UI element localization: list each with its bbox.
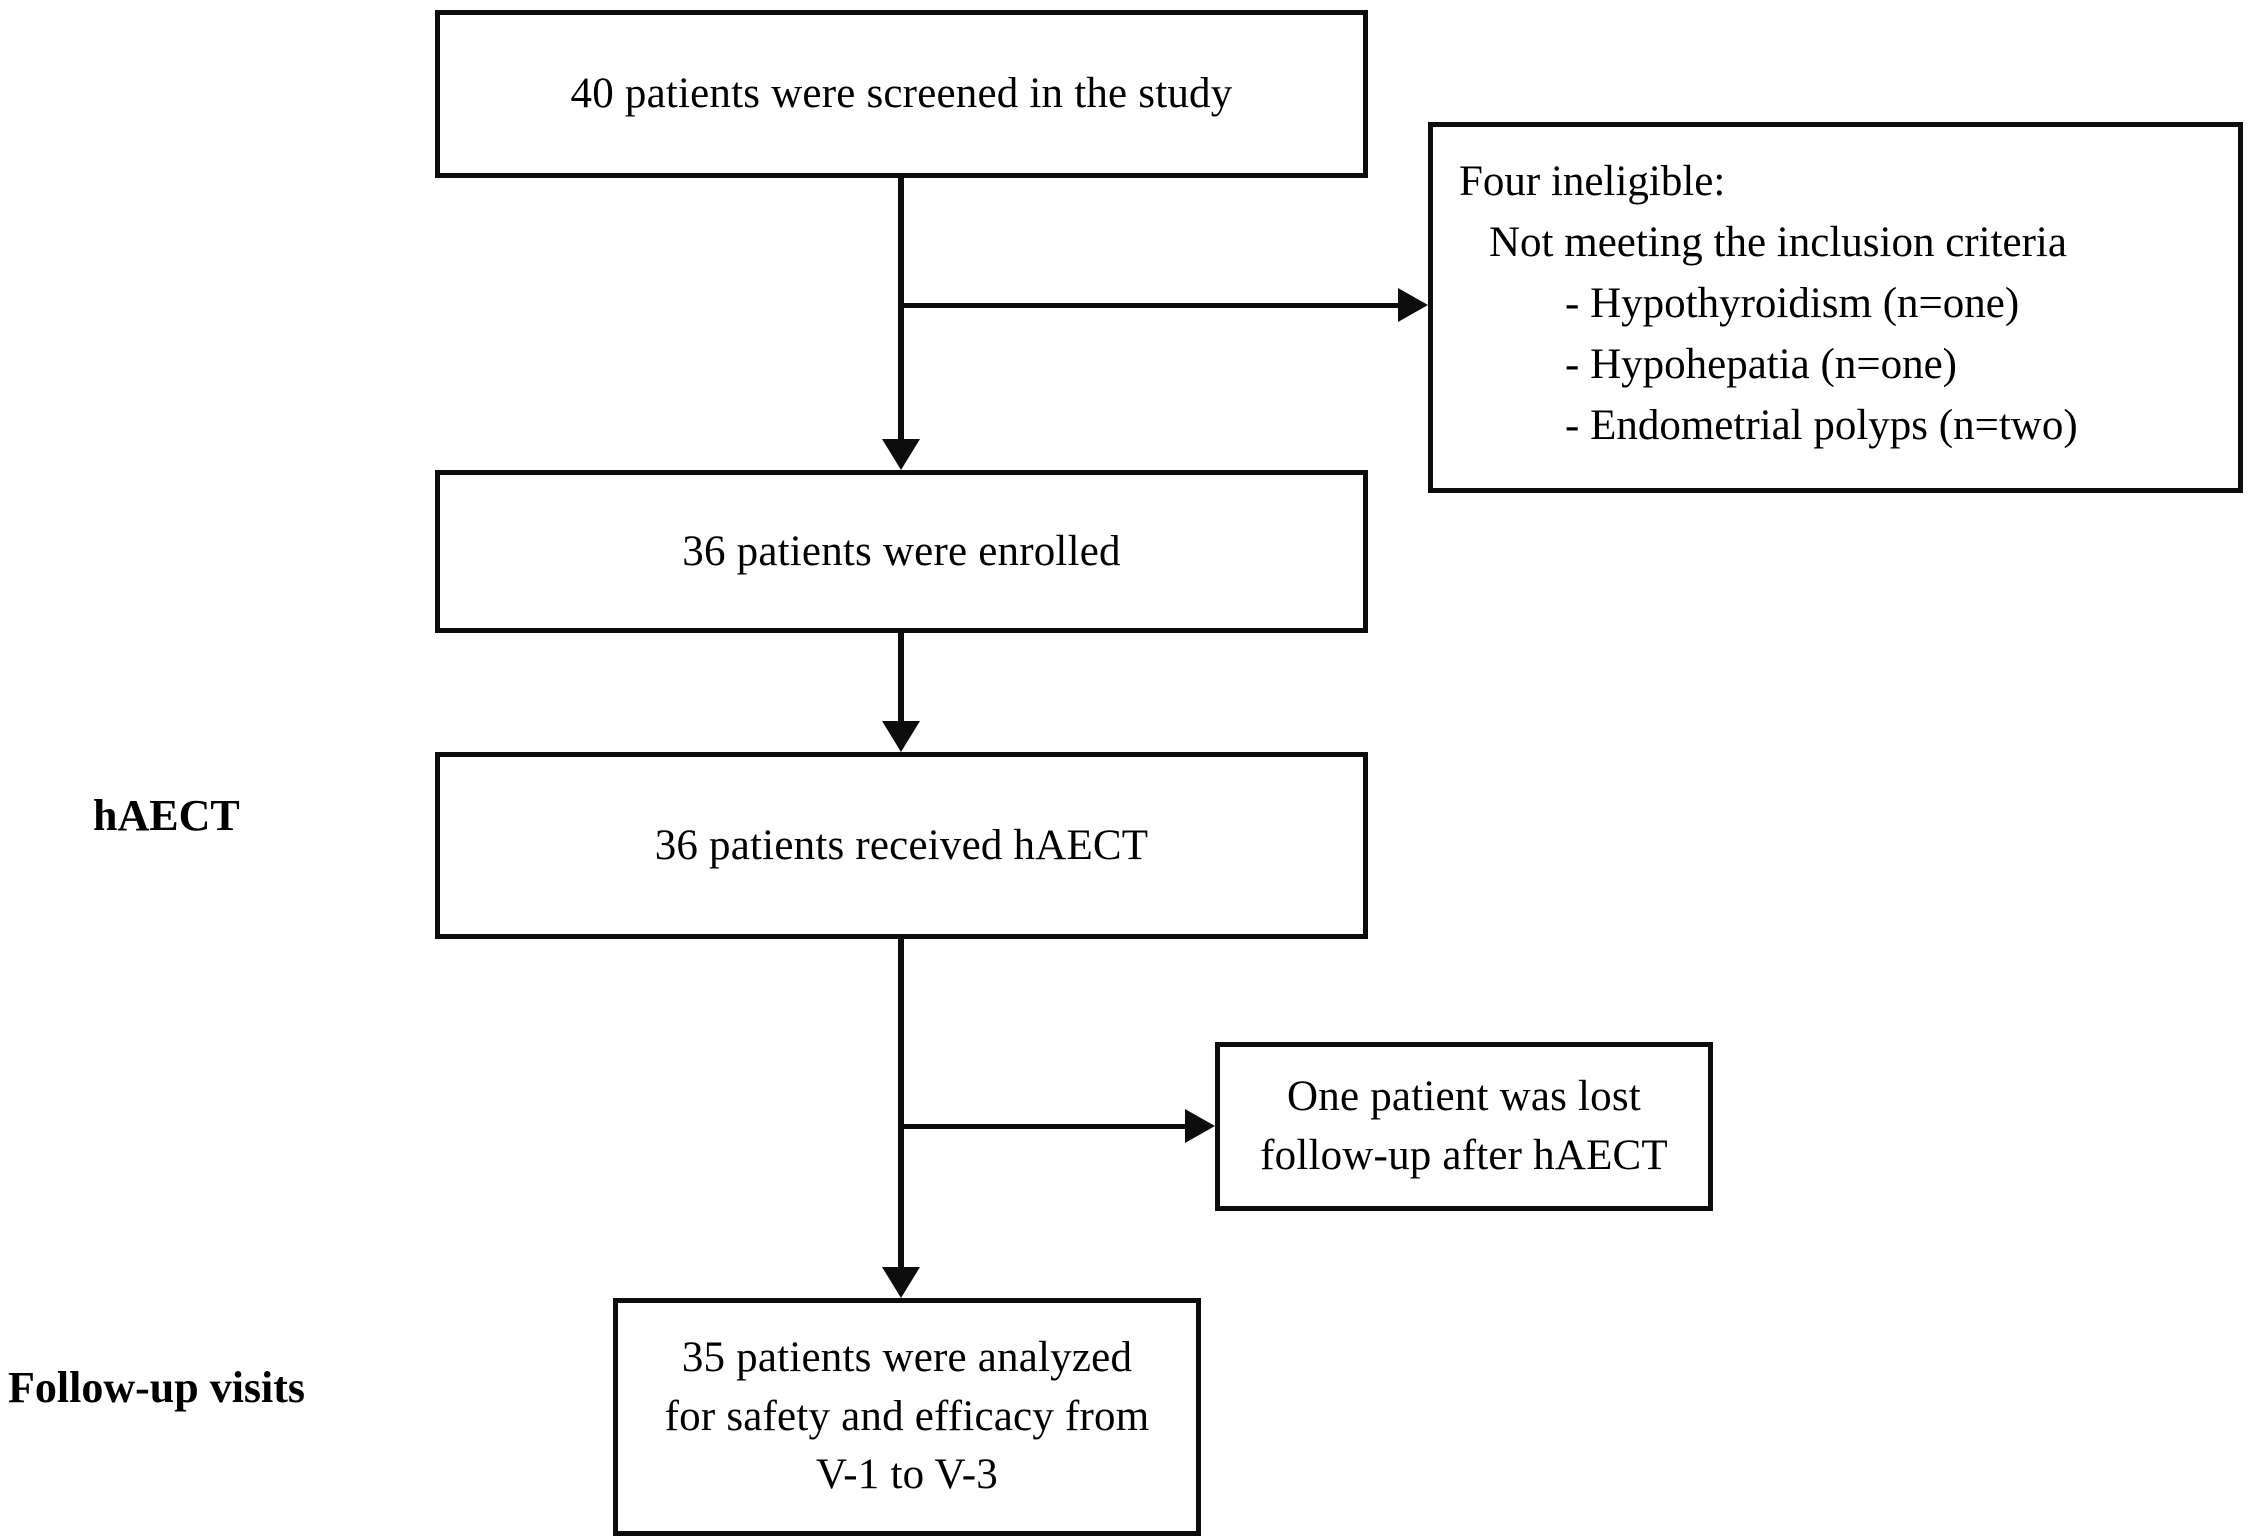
node-received-haect-label: 36 patients received hAECT xyxy=(654,821,1149,869)
node-ineligible-heading: Four ineligible: xyxy=(1459,158,1726,205)
stage-label-haect: hAECT xyxy=(93,791,240,840)
arrowhead-right-icon-ineligible xyxy=(1398,288,1428,322)
connector-screened-to-enrolled-line xyxy=(898,178,904,439)
node-ineligible-item-hypohepatia: - Hypohepatia (n=one) xyxy=(1565,341,1957,389)
node-ineligible-subheading: Not meeting the inclusion criteria xyxy=(1489,219,2067,267)
node-lost-followup: One patient was lost follow-up after hAE… xyxy=(1215,1042,1713,1211)
node-analyzed-line1: 35 patients were analyzed xyxy=(681,1334,1133,1382)
connector-received-to-analyzed-line xyxy=(898,939,904,1267)
node-analyzed-line3: V-1 to V-3 xyxy=(815,1451,999,1499)
node-ineligible-item-endometrial-polyps: - Endometrial polyps (n=two) xyxy=(1565,402,2078,450)
node-analyzed: 35 patients were analyzed for safety and… xyxy=(613,1298,1201,1536)
arrowhead-down-icon-analyzed xyxy=(882,1267,920,1298)
node-lost-followup-label: One patient was lost follow-up after hAE… xyxy=(1220,1068,1708,1185)
connector-received-to-lost-followup-line xyxy=(901,1124,1185,1129)
node-enrolled: 36 patients were enrolled xyxy=(435,470,1368,633)
connector-screened-to-ineligible-line xyxy=(901,303,1398,308)
node-screened-label: 40 patients were screened in the study xyxy=(570,70,1233,118)
arrowhead-right-icon-lost-followup xyxy=(1185,1109,1215,1143)
node-ineligible: Four ineligible: Not meeting the inclusi… xyxy=(1428,122,2243,493)
node-enrolled-label: 36 patients were enrolled xyxy=(682,527,1121,575)
node-received-haect: 36 patients received hAECT xyxy=(435,752,1368,939)
node-lost-followup-line1: One patient was lost xyxy=(1287,1073,1641,1121)
arrowhead-down-icon-enrolled xyxy=(882,439,920,470)
arrowhead-down-icon-received xyxy=(882,721,920,752)
connector-enrolled-to-received-line xyxy=(898,633,904,721)
node-analyzed-label: 35 patients were analyzed for safety and… xyxy=(618,1329,1196,1504)
node-lost-followup-line2: follow-up after hAECT xyxy=(1260,1131,1668,1179)
node-screened: 40 patients were screened in the study xyxy=(435,10,1368,178)
node-ineligible-item-hypothyroidism: - Hypothyroidism (n=one) xyxy=(1565,280,2020,328)
node-analyzed-line2: for safety and efficacy from xyxy=(664,1392,1150,1440)
stage-label-follow-up-visits: Follow-up visits xyxy=(8,1363,306,1412)
